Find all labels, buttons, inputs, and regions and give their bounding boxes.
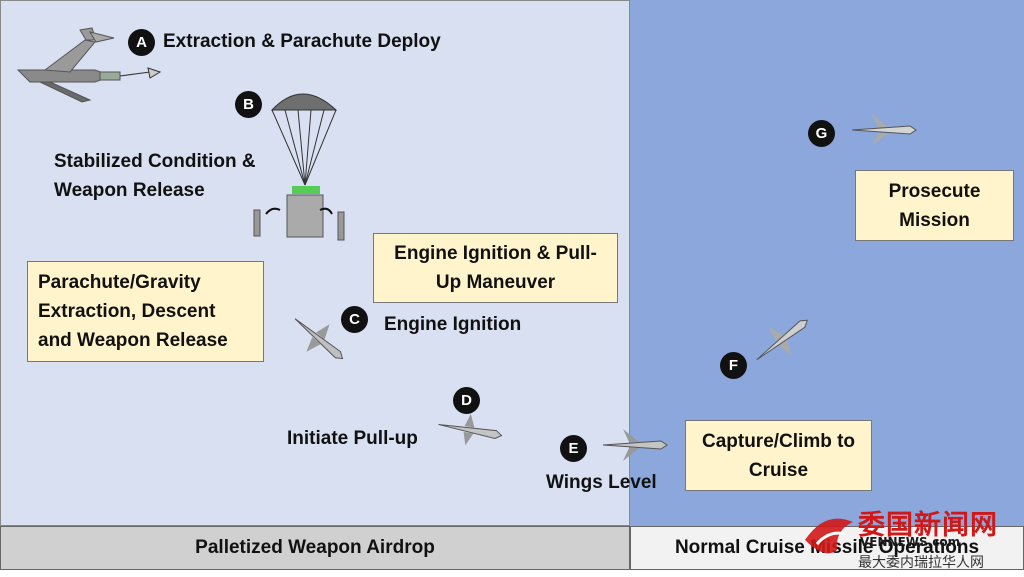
missile-wings-level-icon (602, 429, 668, 461)
missile-cruise-icon (851, 114, 917, 146)
descent-box-line1: Parachute/Gravity (38, 272, 201, 293)
watermark-logo-icon (805, 518, 853, 554)
missile-climb-icon (756, 319, 808, 361)
step-c-label: Engine Ignition (384, 314, 522, 335)
prosecute-box: Prosecute Mission (855, 170, 1014, 241)
step-marker-d: D (453, 387, 480, 414)
prosecute-box-line2: Mission (899, 209, 970, 231)
engine-box: Engine Ignition & Pull- Up Maneuver (373, 233, 618, 303)
step-d-label: Initiate Pull-up (287, 428, 418, 449)
capture-box-line1: Capture/Climb to (701, 430, 856, 452)
watermark-tagline: 最大委内瑞拉华人网 (858, 555, 984, 571)
descent-box: Parachute/Gravity Extraction, Descent an… (27, 261, 264, 362)
phase-label-airdrop: Palletized Weapon Airdrop (0, 526, 630, 570)
watermark-site: VENNEWS.com (860, 535, 961, 549)
descent-box-line3: and Weapon Release (38, 330, 228, 351)
step-marker-e: E (560, 435, 587, 462)
step-marker-c: C (341, 306, 368, 333)
parachute-icon (253, 93, 345, 241)
descent-box-line2: Extraction, Descent (38, 301, 216, 322)
prosecute-box-line1: Prosecute (888, 180, 981, 202)
step-marker-a: A (128, 29, 155, 56)
cargo-aircraft-icon (16, 27, 162, 103)
step-marker-g: G (808, 120, 835, 147)
step-marker-f: F (720, 352, 747, 379)
capture-box-line2: Cruise (748, 459, 809, 481)
step-marker-b: B (235, 91, 262, 118)
capture-box: Capture/Climb to Cruise (685, 420, 872, 491)
step-b-label-line2: Weapon Release (54, 180, 205, 201)
engine-box-line1: Engine Ignition & Pull- (394, 243, 597, 264)
missile-pullup-icon (438, 413, 503, 446)
missile-ignition-icon (294, 318, 344, 360)
engine-box-line2: Up Maneuver (435, 272, 556, 293)
watermark-title: 委国新闻网 (858, 510, 998, 541)
step-e-label: Wings Level (546, 472, 657, 493)
step-a-label: Extraction & Parachute Deploy (163, 31, 441, 52)
step-b-label-line1: Stabilized Condition & (54, 151, 256, 172)
